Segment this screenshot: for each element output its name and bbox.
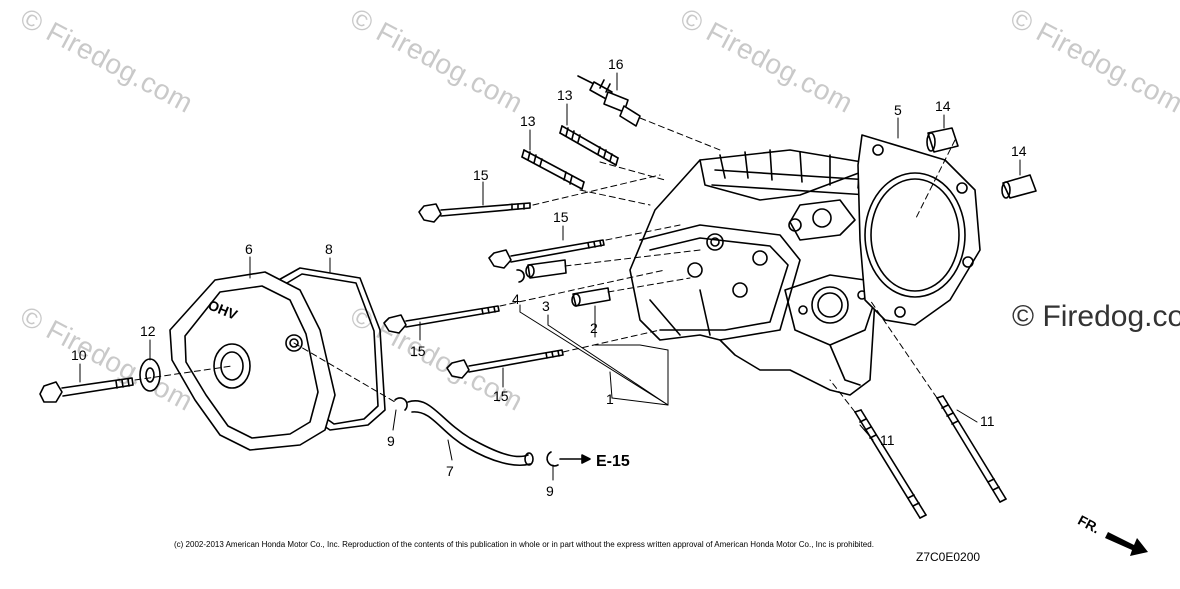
diagram-code: Z7C0E0200 [916,550,981,564]
callout-9: 9 [387,433,395,449]
callout-15: 15 [473,167,489,183]
reference-arrow [559,454,591,464]
valve-guide [525,259,567,279]
front-direction-indicator: FR. [1075,512,1148,556]
head-stud [936,395,1007,503]
flange-bolt [488,239,605,269]
sealing-washer [139,358,161,392]
callout-15: 15 [493,388,509,404]
front-direction-label: FR. [1075,512,1102,537]
valve-guide [571,287,611,307]
dashed-guides [134,117,956,413]
callout-14: 14 [935,98,951,114]
callout-9: 9 [546,483,554,499]
tube-clip [546,451,559,467]
watermark-dark: © Firedog.com [1012,300,1180,333]
stud-bolt [559,125,619,166]
head-stud [854,409,927,519]
copyright-notice: (c) 2002-2013 American Honda Motor Co., … [174,540,874,549]
callout-7: 7 [446,463,454,479]
leader-lines [79,72,1021,481]
callout-8: 8 [325,241,333,257]
flange-bolt [446,349,564,379]
callout-4: 4 [512,291,520,307]
callout-11: 11 [980,413,995,429]
front-arrow-icon [1105,532,1148,556]
guide-clip [516,269,525,283]
stud-bolt [521,149,585,190]
tube-clip [394,397,408,411]
reference-label: E-15 [596,453,630,470]
cover-bolt [39,377,134,403]
breather-tube [407,400,534,467]
callout-10: 10 [71,347,87,363]
callout-15: 15 [553,209,569,225]
callout-6: 6 [245,241,253,257]
dowel-pin [926,127,959,153]
callout-1: 1 [606,391,614,407]
callout-14: 14 [1011,143,1027,159]
flange-bolt [418,202,531,223]
dowel-pin [1001,174,1037,199]
callout-11: 11 [880,432,895,448]
callout-15: 15 [410,343,426,359]
callout-2: 2 [590,320,598,336]
cylinder-head [629,149,896,396]
spark-plug [577,75,641,127]
flange-bolt [383,305,500,334]
callout-5: 5 [894,102,902,118]
head-gasket [857,134,981,326]
callout-3: 3 [542,298,550,314]
callout-13: 13 [557,87,573,103]
callout-13: 13 [520,113,536,129]
head-cover [169,271,336,451]
callout-16: 16 [608,56,624,72]
callout-12: 12 [140,323,156,339]
